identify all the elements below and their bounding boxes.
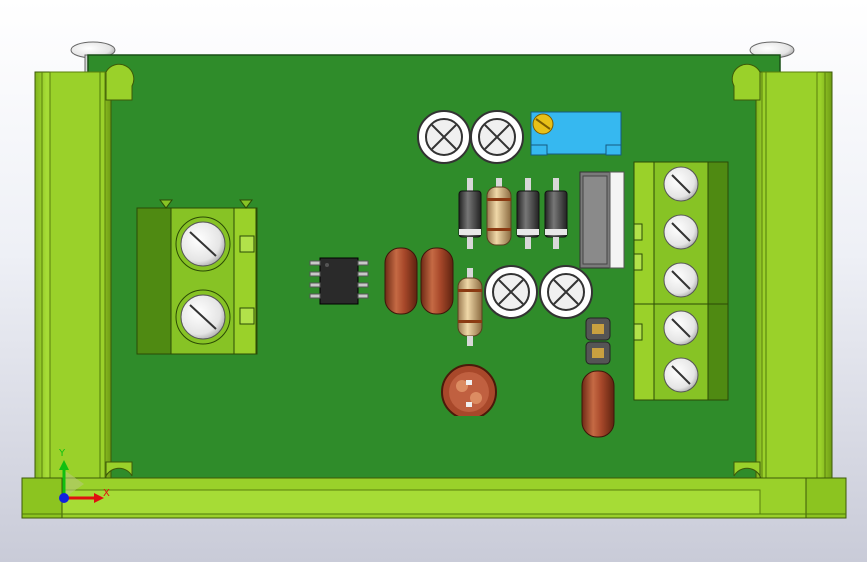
enclosure-bottom-rail (21, 477, 847, 519)
screw-head-icon[interactable] (663, 262, 699, 298)
electrolytic-capacitor[interactable] (470, 110, 524, 164)
axis-x-label: X (103, 488, 110, 499)
axis-y-label: Y (58, 448, 66, 459)
voltage-regulator[interactable] (579, 171, 625, 269)
jumper-header[interactable] (585, 317, 611, 365)
buzzer[interactable] (440, 364, 498, 420)
screw-head-icon[interactable] (663, 214, 699, 250)
mounting-holes (103, 63, 763, 491)
enclosure-right-rail (755, 71, 833, 493)
terminal-block-right[interactable] (633, 161, 729, 401)
film-capacitor[interactable] (384, 247, 418, 315)
electrolytic-capacitor[interactable] (417, 110, 471, 164)
resistor[interactable] (486, 178, 512, 246)
potentiometer[interactable] (530, 111, 622, 156)
diode[interactable] (516, 178, 540, 249)
diode[interactable] (458, 178, 482, 249)
screw-head-icon[interactable] (663, 166, 699, 202)
ic-chip[interactable] (309, 257, 369, 305)
screw-head-icon[interactable] (175, 216, 231, 272)
coordinate-triad-icon[interactable]: Y X (58, 448, 110, 503)
film-capacitor[interactable] (420, 247, 454, 315)
electrolytic-capacitor[interactable] (484, 265, 538, 319)
electrolytic-capacitor[interactable] (539, 265, 593, 319)
screw-head-icon[interactable] (175, 289, 231, 345)
screw-head-icon[interactable] (663, 310, 699, 346)
screw-head-icon[interactable] (663, 357, 699, 393)
film-capacitor[interactable] (581, 370, 615, 438)
terminal-block-left[interactable] (136, 199, 258, 355)
diode[interactable] (544, 178, 568, 249)
resistor[interactable] (457, 268, 483, 346)
enclosure-left-rail (34, 71, 112, 493)
